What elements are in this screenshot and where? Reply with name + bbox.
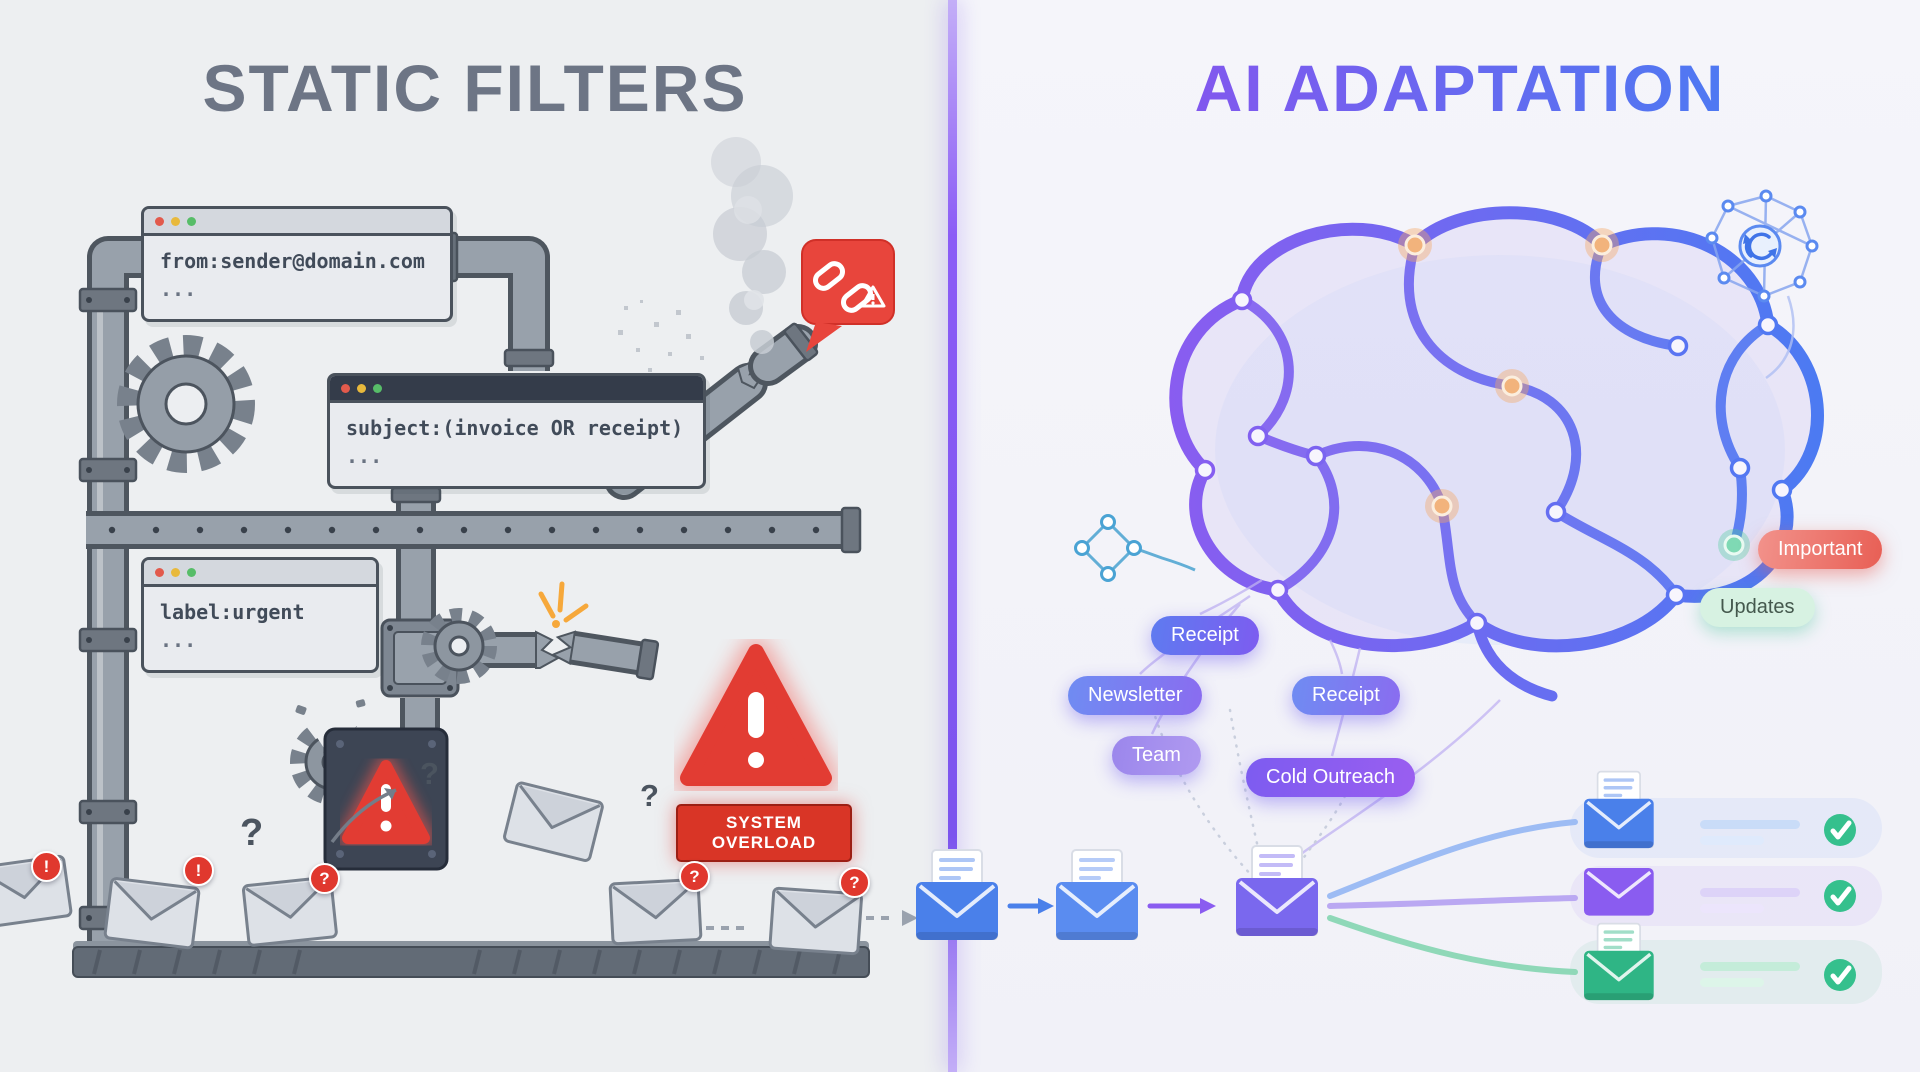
filter-rule-from: from:sender@domain.com ... (141, 206, 453, 322)
system-overload-badge: SYSTEM OVERLOAD (676, 804, 852, 862)
brain-network (1074, 189, 1824, 878)
envelope-icon (501, 780, 605, 864)
window-dot-green (187, 567, 196, 577)
question-badge: ? (309, 863, 340, 894)
window-dot-red (155, 216, 164, 226)
window-dot-green (373, 383, 382, 393)
question-mark: ? (420, 756, 439, 791)
checkmark-icon (1824, 959, 1856, 991)
window-dot-yellow (171, 216, 180, 226)
filter-code: from:sender@domain.com (160, 249, 425, 273)
spark-icon (538, 581, 589, 623)
filter-code: subject:(invoice OR receipt) (346, 416, 684, 440)
envelope-icon (103, 876, 201, 950)
window-bar (144, 560, 376, 587)
panel-divider (948, 0, 957, 1072)
window-dot-red (341, 383, 350, 393)
active-nodes (1398, 228, 1750, 561)
envelope-icon (914, 848, 1000, 942)
window-dot-red (155, 567, 164, 577)
tag-updates: Updates (1700, 588, 1815, 627)
ai-adaptation-title: AI ADAPTATION (1040, 50, 1880, 126)
filter-ellipsis: ... (346, 444, 383, 468)
window-dot-yellow (357, 383, 366, 393)
mini-warning-icon (860, 285, 886, 308)
question-mark: ? (640, 778, 659, 813)
smoke (618, 137, 793, 372)
filter-ellipsis: ... (160, 277, 197, 301)
envelope-icon (1054, 848, 1140, 942)
window-dot-yellow (171, 567, 180, 577)
mini-graph-icon (1074, 514, 1196, 582)
gear-icon (421, 608, 497, 684)
conveyor-belt (72, 941, 870, 978)
category-pill-receipt-2: Receipt (1292, 676, 1400, 715)
filter-rule-subject: subject:(invoice OR receipt) ... (327, 373, 706, 489)
checkmark-icon (1824, 814, 1856, 846)
envelope-icon (768, 886, 864, 956)
alert-badge: ! (183, 855, 214, 886)
alert-badge: ! (31, 851, 62, 882)
filter-code: label:urgent (160, 600, 305, 624)
tag-important: Important (1758, 530, 1883, 569)
broken-link-bubble (801, 239, 895, 352)
category-pill-cold-outreach: Cold Outreach (1246, 758, 1415, 797)
question-badge: ? (839, 867, 870, 898)
overload-warning (673, 637, 839, 793)
retrain-network-icon (1705, 189, 1819, 380)
category-pill-receipt: Receipt (1151, 616, 1259, 655)
stray-envelopes (0, 780, 918, 956)
window-bar (144, 209, 450, 236)
envelope-icon (1234, 844, 1320, 938)
network-nodes (1194, 289, 1793, 634)
category-pill-team: Team (1112, 736, 1201, 775)
sorted-mail-flow (914, 769, 1882, 1004)
filter-ellipsis: ... (160, 628, 197, 652)
envelope-icon (1582, 866, 1656, 918)
envelope-icon (1582, 769, 1656, 850)
checkmark-icon (1824, 880, 1856, 912)
window-dot-green (187, 216, 196, 226)
filter-rule-label: label:urgent ... (141, 557, 379, 673)
question-mark: ? (240, 812, 264, 854)
envelope-icon (1582, 921, 1656, 1002)
jammed-outlet-box (323, 727, 449, 871)
static-filters-title: STATIC FILTERS (202, 51, 748, 125)
question-badge: ? (679, 861, 710, 892)
window-bar (330, 376, 703, 403)
gear-icon (117, 335, 255, 473)
category-pill-newsletter: Newsletter (1068, 676, 1203, 715)
